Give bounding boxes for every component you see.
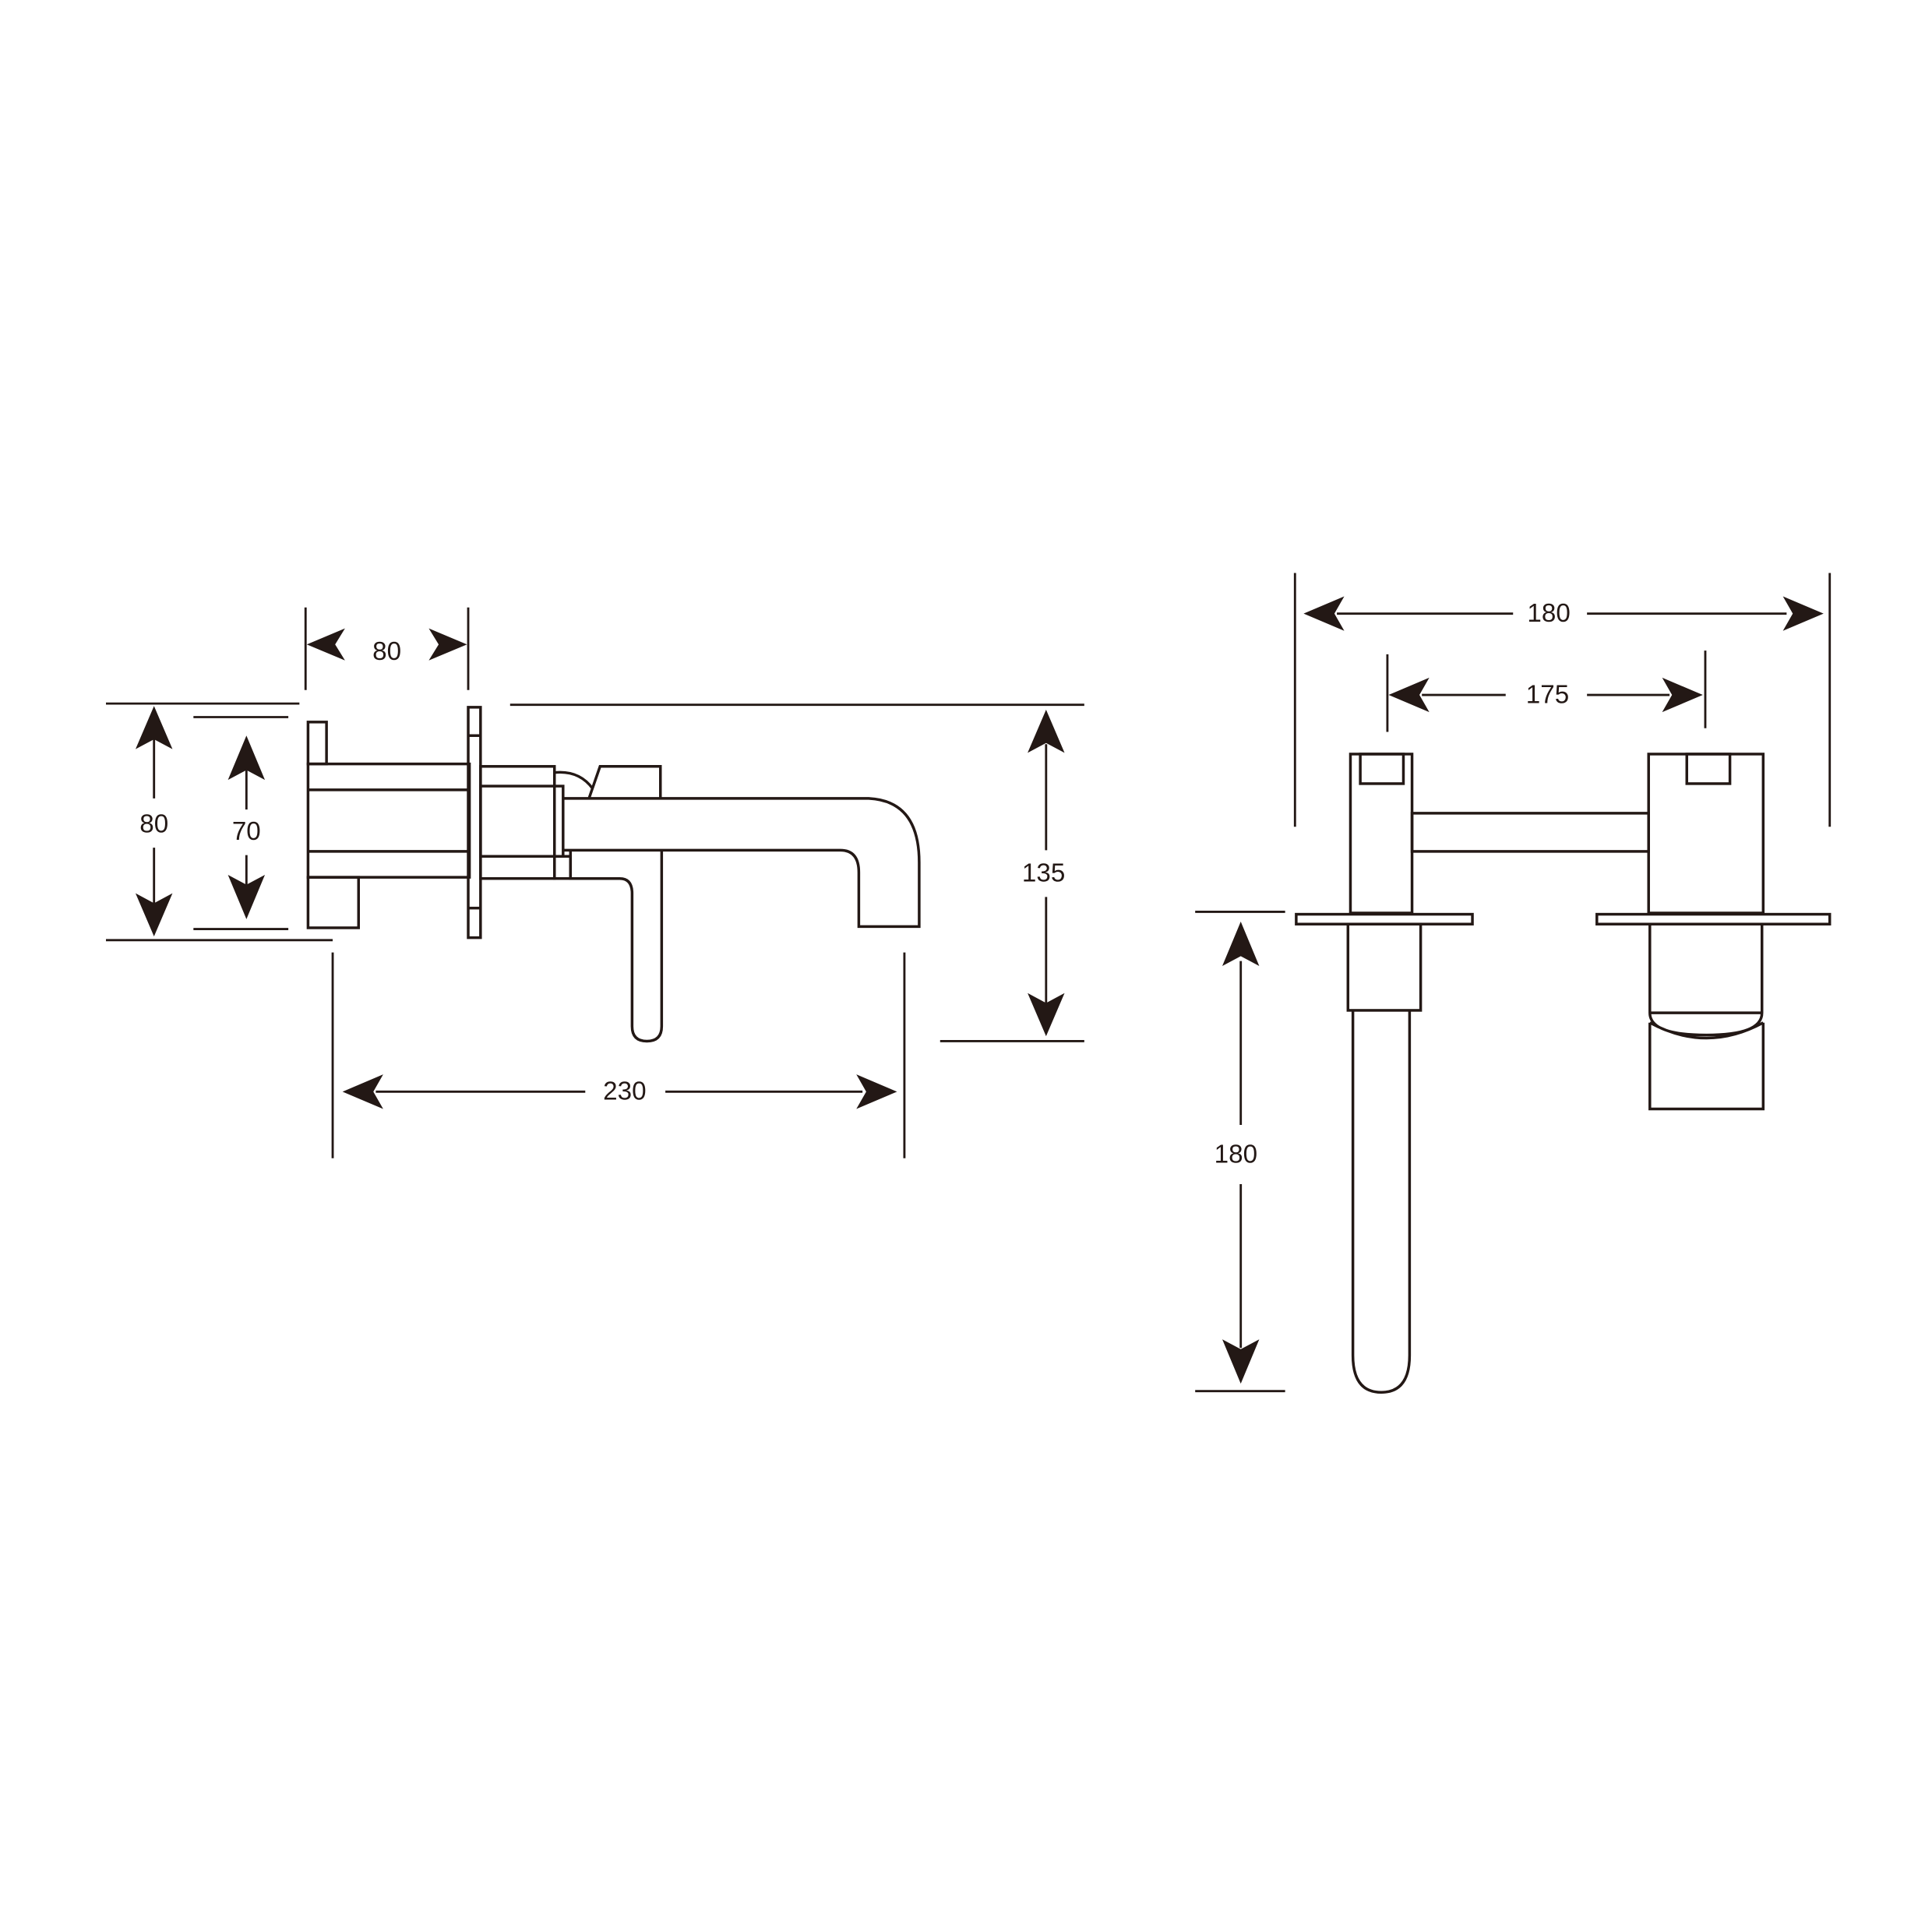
dim-backplate-height: 80 bbox=[106, 702, 333, 942]
label-body-depth: 80 bbox=[372, 637, 401, 666]
front-right-escutcheon bbox=[1595, 912, 1832, 925]
side-view: 80 80 70 bbox=[106, 607, 1084, 1158]
dim-spout-drop: 180 bbox=[1195, 910, 1285, 1393]
side-valve-body bbox=[306, 762, 471, 879]
dim-body-depth: 80 bbox=[304, 607, 470, 690]
side-spout-collar bbox=[479, 784, 565, 858]
front-left-escutcheon bbox=[1295, 912, 1474, 925]
front-lever bbox=[1648, 924, 1765, 1111]
side-cartridge-housing bbox=[479, 765, 556, 880]
side-handle-top bbox=[587, 765, 662, 799]
front-spout-outlet bbox=[1351, 1010, 1412, 1394]
label-overall-height: 135 bbox=[1022, 859, 1065, 888]
dim-overall-width: 180 bbox=[1293, 573, 1832, 827]
label-spout-projection: 230 bbox=[603, 1077, 646, 1106]
label-spout-drop: 180 bbox=[1215, 1140, 1257, 1169]
front-view: 180 175 180 bbox=[1195, 573, 1832, 1394]
label-backplate-height: 80 bbox=[139, 809, 168, 838]
label-body-height: 70 bbox=[232, 817, 261, 846]
front-spout-collar bbox=[1346, 922, 1423, 1012]
front-connecting-pipe bbox=[1410, 812, 1650, 853]
side-backplate-bottom bbox=[306, 876, 360, 929]
side-lever-handle bbox=[569, 850, 664, 1043]
label-center-distance: 175 bbox=[1526, 680, 1569, 709]
dim-body-height: 70 bbox=[193, 716, 289, 930]
front-handle-body bbox=[1647, 753, 1765, 915]
label-overall-width: 180 bbox=[1527, 599, 1570, 628]
dim-center-distance: 175 bbox=[1386, 650, 1707, 732]
dim-overall-height: 135 bbox=[509, 703, 1084, 1042]
side-backplate-top bbox=[306, 721, 328, 766]
side-spout bbox=[562, 797, 921, 929]
dim-spout-projection: 230 bbox=[331, 952, 906, 1158]
